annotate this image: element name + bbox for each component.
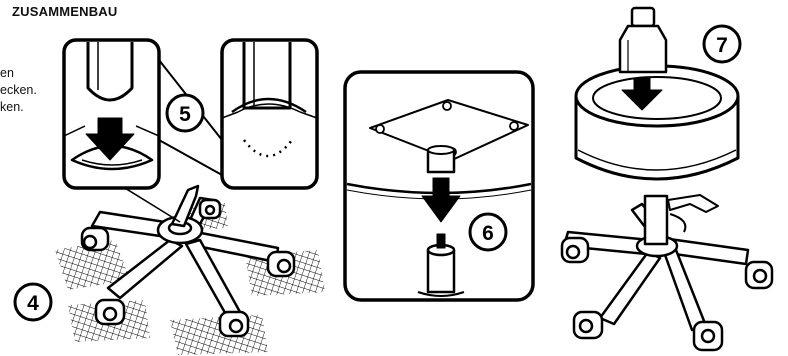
step4-base-illustration: [55, 185, 325, 355]
step6-detail-illustration: [345, 72, 533, 300]
step5-number: 5: [179, 103, 191, 126]
step7-number: 7: [716, 34, 728, 57]
step7-stool-illustration: [562, 8, 772, 350]
step4-number: 4: [27, 292, 39, 315]
step6-number: 6: [482, 222, 494, 245]
